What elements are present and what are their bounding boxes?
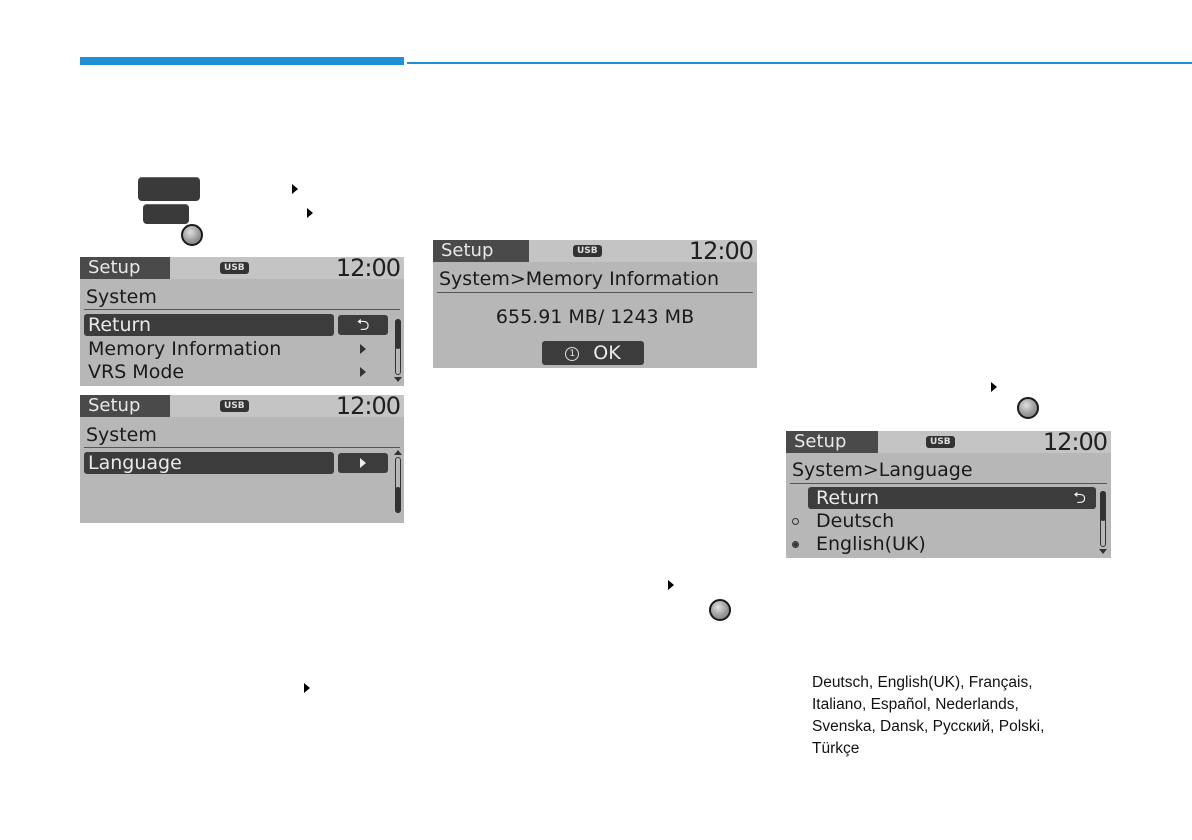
divider (84, 309, 400, 310)
setup-key (138, 177, 200, 201)
menu-item-language[interactable]: Language (84, 452, 334, 474)
setup-tab: Setup (80, 257, 170, 279)
usb-badge: USB (220, 262, 249, 274)
system-language-screen: Setup USB 12:00 System Language (80, 395, 404, 523)
menu-item-vrs-mode[interactable]: VRS Mode (88, 361, 184, 383)
arrow-right-icon (304, 683, 310, 693)
return-arrow-icon: ⮌ (338, 315, 388, 335)
ok-label: OK (593, 342, 621, 364)
language-list-line: Deutsch, English(UK), Français, (812, 674, 1033, 691)
clock: 12:00 (335, 395, 401, 420)
menu-item-label: VRS Mode (88, 361, 185, 383)
tune-knob-icon (181, 224, 203, 246)
screen-subtitle: System (86, 286, 157, 308)
menu-item-label: English(UK) (816, 533, 926, 555)
language-list-line: Türkçe (812, 740, 860, 757)
screen-subtitle: System>Memory Information (439, 268, 720, 290)
ok-number-badge: 1 (565, 346, 580, 361)
scrollbar-thumb[interactable] (395, 319, 401, 349)
ok-button[interactable]: 1 OK (542, 341, 644, 365)
arrow-right-icon (991, 382, 997, 392)
menu-item-return[interactable]: Return ⮌ (808, 487, 1096, 509)
tune-knob-icon (1017, 397, 1039, 419)
memory-value: 655.91 MB/ 1243 MB (495, 306, 695, 328)
clock: 12:00 (335, 257, 401, 282)
usb-badge: USB (220, 400, 249, 412)
language-option-english-uk[interactable]: English(UK) (816, 533, 926, 555)
menu-item-memory-information[interactable]: Memory Information (88, 338, 281, 360)
scrollbar-thumb[interactable] (395, 487, 401, 513)
language-list-line: Italiano, Español, Nederlands, (812, 696, 1019, 713)
menu-item-label: Language (88, 452, 182, 474)
arrow-right-icon (668, 580, 674, 590)
menu-item-label: Deutsch (816, 510, 895, 532)
clock: 12:00 (1042, 431, 1108, 456)
menu-item-label: Return (88, 314, 152, 336)
usb-badge: USB (573, 245, 602, 257)
divider (84, 447, 400, 448)
menu-item-label: Memory Information (88, 338, 282, 360)
divider (790, 483, 1107, 484)
screen-subtitle: System>Language (792, 459, 973, 481)
usb-badge: USB (926, 436, 955, 448)
tune-knob-icon (709, 599, 731, 621)
system-key (143, 204, 189, 224)
system-menu-screen: Setup USB 12:00 System Return ⮌ Memory I… (80, 257, 404, 386)
language-list-line: Svenska, Dansk, Русский, Polski, (812, 718, 1045, 735)
scroll-down-icon (1099, 549, 1107, 554)
arrow-right-icon (360, 458, 366, 468)
setup-tab: Setup (786, 431, 878, 453)
screen-subtitle: System (86, 424, 157, 446)
scrollbar-thumb[interactable] (1100, 491, 1106, 521)
radio-button-icon[interactable] (792, 518, 799, 525)
menu-item-label: Return (816, 487, 880, 509)
memory-information-screen: Setup USB 12:00 System>Memory Informatio… (433, 240, 757, 368)
language-option-deutsch[interactable]: Deutsch (816, 510, 894, 532)
language-select-screen: Setup USB 12:00 System>Language Return ⮌… (786, 431, 1111, 558)
return-arrow-icon: ⮌ (1073, 488, 1086, 507)
setup-tab: Setup (80, 395, 170, 417)
arrow-right-icon (307, 208, 313, 218)
arrow-right-icon (360, 344, 366, 354)
menu-item-return[interactable]: Return (84, 314, 334, 336)
scroll-up-icon (394, 450, 402, 455)
scroll-down-icon (394, 377, 402, 382)
clock: 12:00 (688, 240, 754, 265)
radio-button-icon[interactable] (792, 541, 799, 548)
language-list: Deutsch, English(UK), Français, Italiano… (812, 672, 1112, 760)
divider (437, 292, 753, 293)
arrow-right-icon (292, 184, 298, 194)
header-accent-bar (80, 57, 404, 65)
setup-tab: Setup (433, 240, 529, 262)
arrow-right-icon (360, 367, 366, 377)
header-rule (407, 62, 1192, 64)
